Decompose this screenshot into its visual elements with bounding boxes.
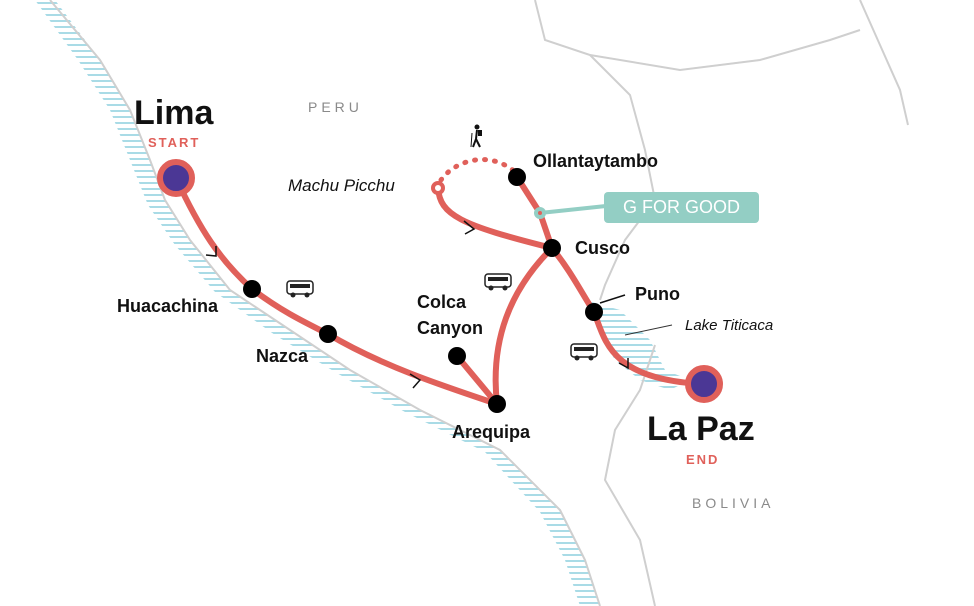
lake-titicaca: [585, 300, 690, 390]
stop-ollantaytambo[interactable]: [508, 168, 526, 186]
direction-arrow-icon: [618, 358, 629, 370]
bus-icon: [286, 280, 314, 298]
border-ne: [859, 0, 909, 126]
label-colca-1: Colca: [417, 292, 467, 312]
border-peru-bolivia: [603, 344, 656, 606]
stop-puno[interactable]: [585, 303, 603, 321]
stop-machu-picchu[interactable]: [431, 181, 445, 195]
label-puno: Puno: [635, 284, 680, 304]
bus-icon: [570, 343, 598, 361]
start-tag: START: [148, 135, 201, 150]
label-arequipa: Arequipa: [452, 422, 531, 442]
direction-arrow-icon: [205, 246, 217, 257]
end-tag: END: [686, 452, 720, 467]
walking-trail: [438, 157, 518, 183]
border-north: [589, 29, 861, 72]
start-city-label: Lima: [134, 94, 214, 132]
label-colca-2: Canyon: [417, 318, 484, 338]
label-huacachina: Huacachina: [117, 296, 219, 316]
end-city-label: La Paz: [647, 410, 755, 448]
direction-arrow-icon: [409, 373, 422, 389]
country-peru: PERU: [308, 99, 363, 115]
stop-colca[interactable]: [448, 347, 466, 365]
label-machu-picchu: Machu Picchu: [288, 176, 395, 195]
ocean-hatch: [35, 0, 600, 606]
stop-nazca[interactable]: [319, 325, 337, 343]
label-cusco: Cusco: [575, 238, 631, 258]
border-peru-brazil: [534, 0, 657, 301]
stop-arequipa[interactable]: [488, 395, 506, 413]
end-marker[interactable]: [685, 365, 723, 403]
stop-huacachina[interactable]: [243, 280, 261, 298]
label-ollantaytambo: Ollantaytambo: [533, 151, 659, 171]
bus-icon: [484, 273, 512, 291]
hiker-icon: [470, 124, 482, 148]
coastline: [49, 0, 601, 606]
label-lake-titicaca: Lake Titicaca: [685, 317, 774, 334]
label-nazca: Nazca: [256, 346, 309, 366]
g-for-good-badge[interactable]: G FOR GOOD: [604, 192, 759, 223]
stop-cusco[interactable]: [543, 239, 561, 257]
direction-arrow-icon: [463, 220, 476, 235]
country-bolivia: BOLIVIA: [692, 495, 775, 511]
start-marker[interactable]: [157, 159, 195, 197]
